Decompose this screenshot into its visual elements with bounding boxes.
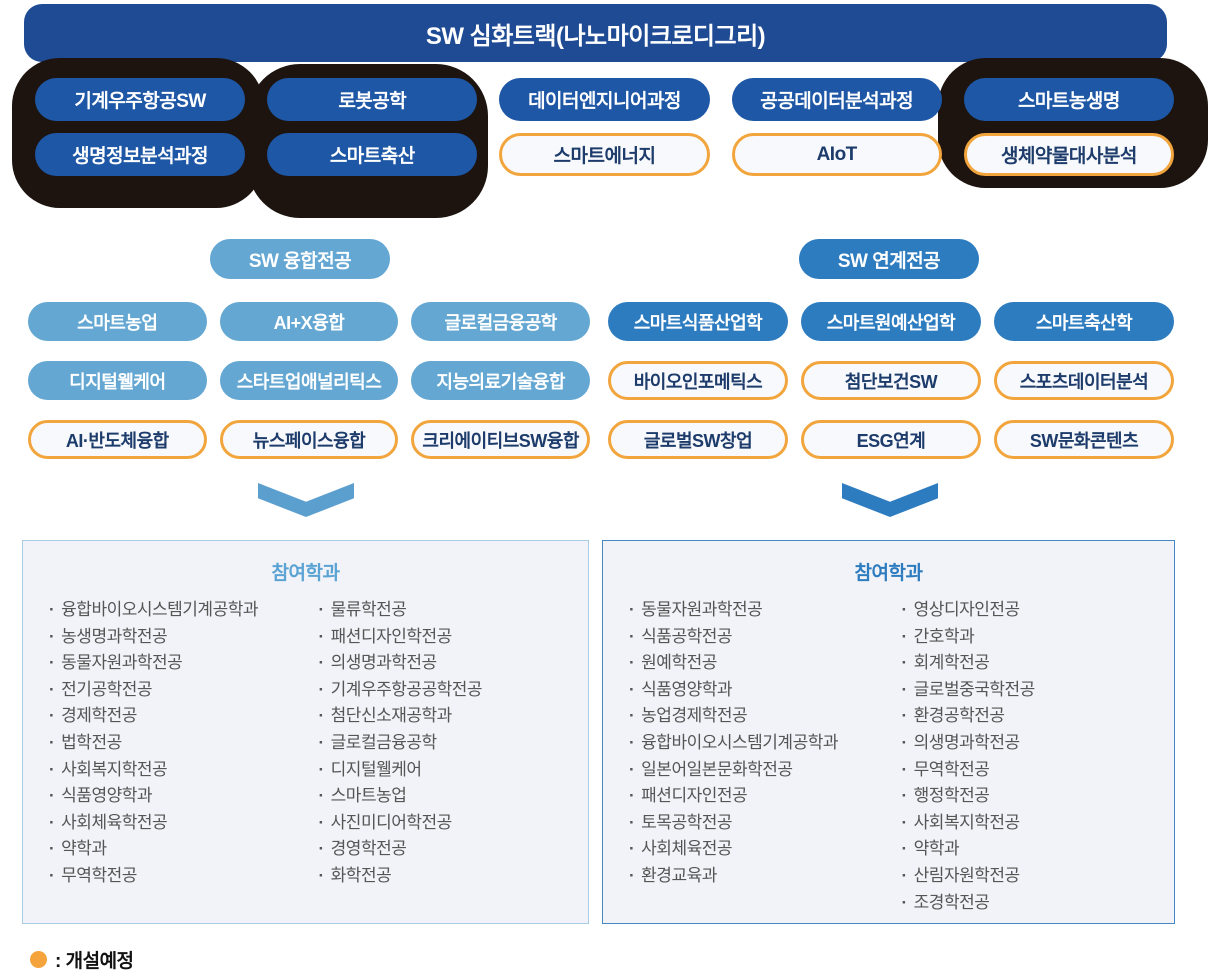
department-item: 사회복지학전공 xyxy=(49,757,319,784)
department-item: 기계우주항공공학전공 xyxy=(319,677,589,704)
department-item: 경제학전공 xyxy=(49,703,319,730)
track-pill: 스마트축산 xyxy=(267,133,478,176)
department-item: 조경학전공 xyxy=(902,890,1175,917)
department-item: 농업경제학전공 xyxy=(629,703,902,730)
track-pill: 스마트농생명 xyxy=(963,78,1174,121)
major-pill: 첨단보건SW xyxy=(801,361,981,400)
track-pill: 로봇공학 xyxy=(267,78,478,121)
department-item: 패션디자인학전공 xyxy=(319,624,589,651)
department-item: 식품영양학과 xyxy=(49,783,319,810)
legend-label: : 개설예정 xyxy=(55,951,134,972)
department-item: 약학과 xyxy=(902,836,1175,863)
major-pill: 스마트농업 xyxy=(28,302,207,341)
department-item: 일본어일본문화학전공 xyxy=(629,757,902,784)
section-title-pill-linked: SW 연계전공 xyxy=(799,239,979,279)
legend: : 개설예정 xyxy=(30,946,134,973)
department-item: 영상디자인전공 xyxy=(902,597,1175,624)
department-item: 식품영양학과 xyxy=(629,677,902,704)
department-item: 동물자원과학전공 xyxy=(49,650,319,677)
department-item: 전기공학전공 xyxy=(49,677,319,704)
departments-box-convergence: 참여학과 융합바이오시스템기계공학과농생명과학전공동물자원과학전공전기공학전공경… xyxy=(22,540,589,924)
departments-columns: 융합바이오시스템기계공학과농생명과학전공동물자원과학전공전기공학전공경제학전공법… xyxy=(23,597,588,890)
department-item: 의생명과학전공 xyxy=(902,730,1175,757)
department-item: 경영학전공 xyxy=(319,836,589,863)
department-item: 글로컬금융공학 xyxy=(319,730,589,757)
track-pill: 생체약물대사분석 xyxy=(963,133,1174,176)
page-title: SW 심화트랙(나노마이크로디그리) xyxy=(425,22,766,50)
track-pill: 공공데이터분석과정 xyxy=(731,78,942,121)
track-pill: 기계우주항공SW xyxy=(35,78,246,121)
major-pill: AI+X융합 xyxy=(219,302,399,341)
department-item: 패션디자인전공 xyxy=(629,783,902,810)
department-item: 농생명과학전공 xyxy=(49,624,319,651)
departments-title: 참여학과 xyxy=(854,563,923,584)
major-pill: 스마트원예산업학 xyxy=(801,302,981,341)
section-title: SW 연계전공 xyxy=(837,250,941,272)
section-title-pill-convergence: SW 융합전공 xyxy=(210,239,390,279)
department-item: 사회복지학전공 xyxy=(902,810,1175,837)
major-pill: 스포츠데이터분석 xyxy=(994,361,1174,400)
departments-column: 물류학전공패션디자인학전공의생명과학전공기계우주항공공학전공첨단신소재공학과글로… xyxy=(319,597,589,890)
departments-column: 영상디자인전공간호학과회계학전공글로벌중국학전공환경공학전공의생명과학전공무역학… xyxy=(902,597,1175,916)
department-item: 원예학전공 xyxy=(629,650,902,677)
department-item: 산림자원학전공 xyxy=(902,863,1175,890)
major-pill: 바이오인포메틱스 xyxy=(608,361,788,400)
major-pill: 스마트식품산업학 xyxy=(608,302,788,341)
major-pill: AI·반도체융합 xyxy=(28,420,207,459)
major-pill: 글로컬금융공학 xyxy=(411,302,590,341)
department-item: 행정학전공 xyxy=(902,783,1175,810)
department-item: 사회체육전공 xyxy=(629,836,902,863)
department-item: 회계학전공 xyxy=(902,650,1175,677)
major-pill: 뉴스페이스융합 xyxy=(219,420,399,459)
department-item: 융합바이오시스템기계공학과 xyxy=(629,730,902,757)
departments-box-linked: 참여학과 동물자원과학전공식품공학전공원예학전공식품영양학과농업경제학전공융합바… xyxy=(602,540,1175,924)
major-pill: 스마트축산학 xyxy=(994,302,1174,341)
department-item: 토목공학전공 xyxy=(629,810,902,837)
down-arrow-icon xyxy=(258,483,354,517)
departments-columns: 동물자원과학전공식품공학전공원예학전공식품영양학과농업경제학전공융합바이오시스템… xyxy=(603,597,1174,916)
major-pill: 지능의료기술융합 xyxy=(411,361,590,400)
major-pill: ESG연계 xyxy=(801,420,981,459)
major-pill: SW문화콘텐츠 xyxy=(994,420,1174,459)
departments-column: 융합바이오시스템기계공학과농생명과학전공동물자원과학전공전기공학전공경제학전공법… xyxy=(49,597,319,890)
department-item: 글로벌중국학전공 xyxy=(902,677,1175,704)
department-item: 융합바이오시스템기계공학과 xyxy=(49,597,319,624)
department-item: 의생명과학전공 xyxy=(319,650,589,677)
track-pill: 스마트에너지 xyxy=(499,133,710,176)
major-pill: 크리에이티브SW융합 xyxy=(411,420,590,459)
department-item: 디지털웰케어 xyxy=(319,757,589,784)
track-pill: AIoT xyxy=(731,133,942,176)
major-pill: 글로벌SW창업 xyxy=(608,420,788,459)
department-item: 무역학전공 xyxy=(49,863,319,890)
department-item: 화학전공 xyxy=(319,863,589,890)
track-pill: 생명정보분석과정 xyxy=(35,133,246,176)
department-item: 사진미디어학전공 xyxy=(319,810,589,837)
department-item: 동물자원과학전공 xyxy=(629,597,902,624)
department-item: 환경공학전공 xyxy=(902,703,1175,730)
department-item: 첨단신소재공학과 xyxy=(319,703,589,730)
department-item: 사회체육학전공 xyxy=(49,810,319,837)
department-item: 식품공학전공 xyxy=(629,624,902,651)
department-item: 약학과 xyxy=(49,836,319,863)
department-item: 법학전공 xyxy=(49,730,319,757)
departments-column: 동물자원과학전공식품공학전공원예학전공식품영양학과농업경제학전공융합바이오시스템… xyxy=(629,597,902,916)
planned-status-dot-icon xyxy=(30,951,47,968)
section-title: SW 융합전공 xyxy=(248,250,352,272)
department-item: 환경교육과 xyxy=(629,863,902,890)
major-pill: 디지털웰케어 xyxy=(28,361,207,400)
page-title-bar: SW 심화트랙(나노마이크로디그리) xyxy=(24,4,1167,62)
departments-title: 참여학과 xyxy=(271,563,340,584)
track-pill: 데이터엔지니어과정 xyxy=(499,78,710,121)
department-item: 스마트농업 xyxy=(319,783,589,810)
department-item: 간호학과 xyxy=(902,624,1175,651)
major-pill: 스타트업애널리틱스 xyxy=(219,361,399,400)
department-item: 무역학전공 xyxy=(902,757,1175,784)
department-item: 물류학전공 xyxy=(319,597,589,624)
down-arrow-icon xyxy=(842,483,938,517)
